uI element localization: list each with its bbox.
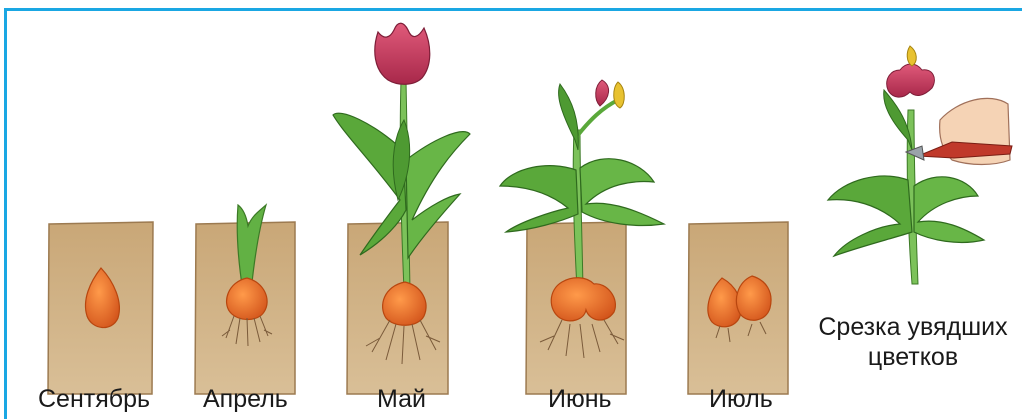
leaf-upper <box>559 84 579 150</box>
leaf-right <box>914 177 984 243</box>
seed-pod <box>907 46 916 66</box>
label-cutting-line2: цветков <box>808 342 1018 372</box>
stem-top <box>578 100 618 135</box>
label-april: Апрель <box>203 385 288 414</box>
leaf-right <box>580 159 664 226</box>
label-june: Июнь <box>548 385 612 414</box>
stage-cutting <box>828 46 1012 284</box>
leaf-left <box>500 166 578 232</box>
label-cutting: Срезка увядших цветков <box>808 312 1018 372</box>
stage-july <box>688 222 788 394</box>
stage-may <box>333 23 470 394</box>
tulip-flower <box>375 23 430 84</box>
stage-april <box>195 205 295 394</box>
seed-pod <box>614 82 625 108</box>
wilted-flower <box>887 64 935 97</box>
stage-september <box>48 222 153 394</box>
label-july: Июль <box>709 385 773 414</box>
label-cutting-line1: Срезка увядших <box>808 312 1018 342</box>
falling-petal <box>596 80 609 106</box>
label-may: Май <box>377 385 426 414</box>
leaf-left <box>828 176 912 256</box>
stage-june <box>500 80 664 394</box>
label-september: Сентябрь <box>38 385 150 414</box>
